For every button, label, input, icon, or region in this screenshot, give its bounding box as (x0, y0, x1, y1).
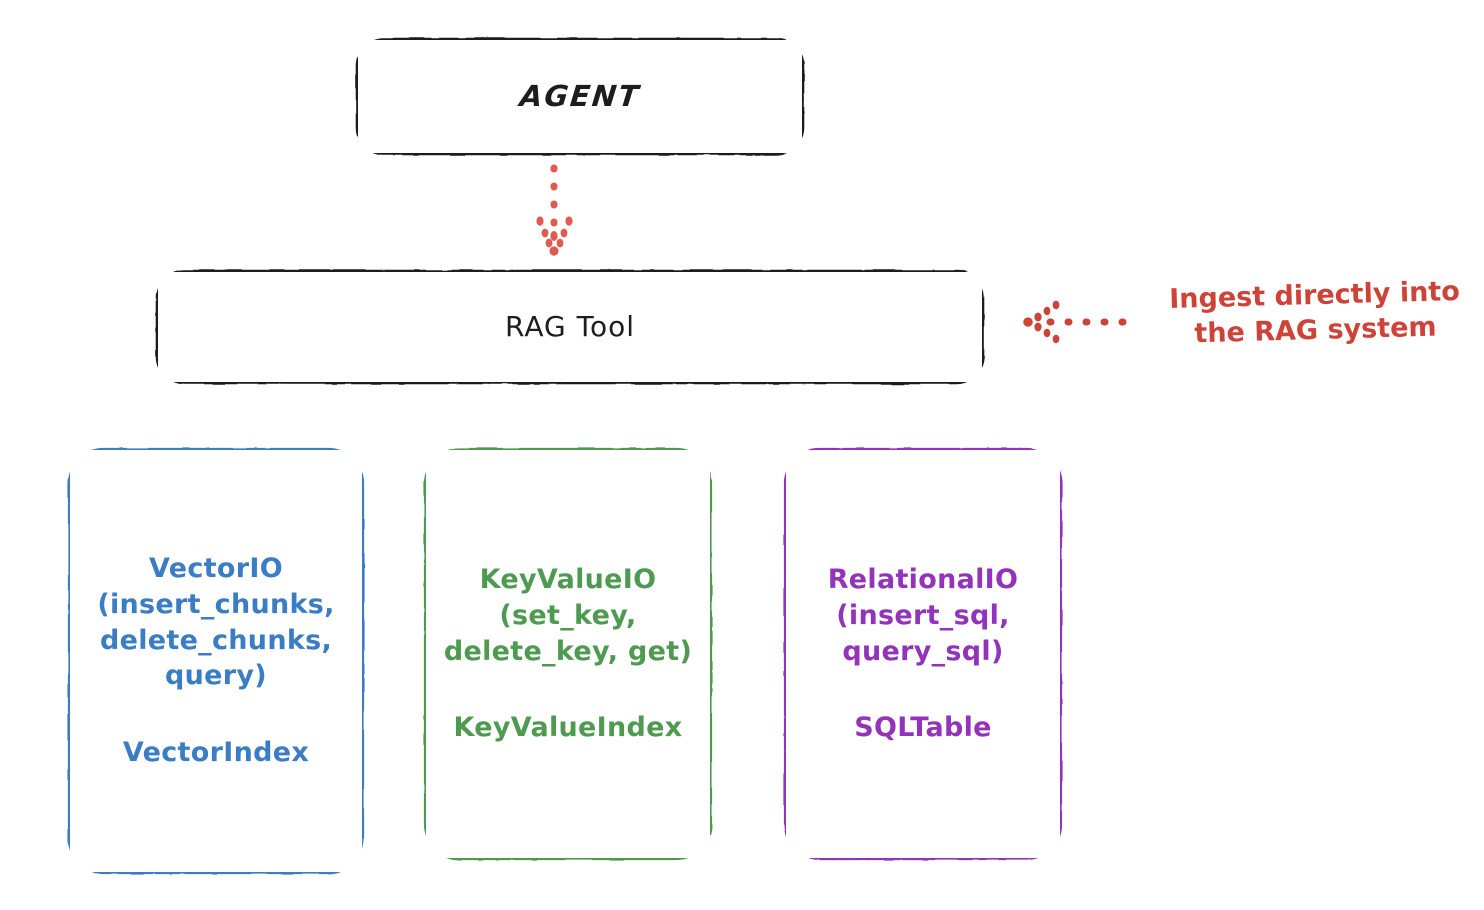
sql-table-label: SQLTable (854, 712, 992, 744)
relational-io-node[interactable]: RelationalIO (insert_sql, query_sql) SQL… (786, 450, 1060, 858)
rag-tool-node[interactable]: RAG Tool (158, 272, 982, 382)
key-value-io-node[interactable]: KeyValueIO (set_key, delete_key, get) Ke… (426, 450, 710, 858)
relational-io-api-label: RelationalIO (insert_sql, query_sql) (827, 564, 1019, 667)
vector-index-label: VectorIndex (122, 736, 310, 768)
agent-to-rag-connector (536, 164, 573, 256)
key-value-io-api-label: KeyValueIO (set_key, delete_key, get) (443, 564, 693, 667)
ingest-annotation: Ingest directly into the RAG system (1168, 275, 1461, 350)
agent-label: AGENT (518, 78, 642, 113)
rag-tool-label: RAG Tool (505, 310, 635, 344)
ingest-note-connector (1023, 300, 1134, 344)
vector-io-api-label: VectorIO (insert_chunks, delete_chunks, … (97, 553, 335, 692)
key-value-index-label: KeyValueIndex (453, 712, 683, 744)
vector-io-node[interactable]: VectorIO (insert_chunks, delete_chunks, … (70, 450, 362, 872)
agent-node[interactable]: AGENT (358, 40, 802, 153)
